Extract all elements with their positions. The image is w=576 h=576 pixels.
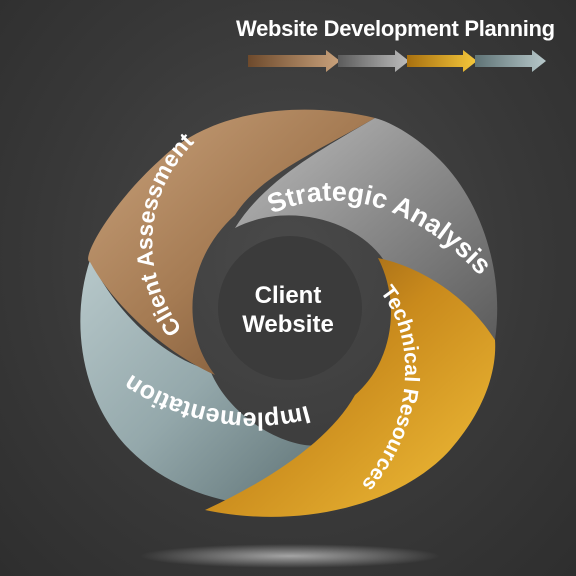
segment-implementation xyxy=(80,260,320,506)
legend-arrows xyxy=(248,50,546,72)
segment-strategic-analysis xyxy=(235,118,498,340)
center-hub xyxy=(218,236,362,380)
legend-arrow-gold xyxy=(407,50,477,72)
floor-glow xyxy=(140,544,440,568)
segment-technical-resources xyxy=(205,258,496,517)
legend-arrow-brown xyxy=(248,50,340,72)
legend-arrow-blue xyxy=(475,50,546,72)
center-label-line1: Client xyxy=(255,282,322,309)
segment-client-assessment xyxy=(88,109,375,375)
diagram-title: Website Development Planning xyxy=(236,16,555,41)
center-label-line2: Website xyxy=(242,311,334,338)
legend-arrow-gray xyxy=(338,50,409,72)
swirl-segments xyxy=(80,109,498,517)
